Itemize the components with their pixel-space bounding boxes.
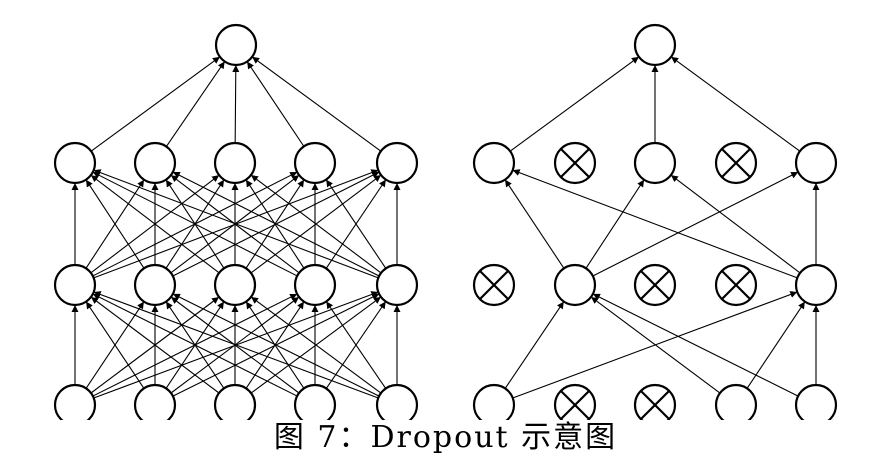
neuron-node	[472, 141, 516, 185]
neuron-node	[133, 263, 177, 307]
figure-caption: 图 7：Dropout 示意图	[273, 420, 618, 455]
connection-arrow	[172, 293, 380, 397]
dropped-neuron-node	[714, 263, 758, 307]
connection-arrow	[250, 296, 382, 394]
dropped-neuron-node	[553, 383, 597, 420]
connection-arrow	[90, 296, 220, 394]
dropped-neuron-node	[633, 263, 677, 307]
dropped-neuron-node	[633, 383, 677, 420]
neuron-node	[472, 383, 516, 420]
neuron-node	[293, 141, 337, 185]
connection-arrow	[251, 56, 382, 152]
connection-arrow	[246, 61, 305, 147]
neuron-node	[633, 23, 677, 67]
neuron-node	[214, 23, 258, 67]
neuron-node	[794, 141, 838, 185]
neuron-node	[213, 141, 257, 185]
neuron-node	[633, 141, 677, 185]
connection-arrow	[670, 56, 801, 152]
connection-arrow	[504, 179, 565, 269]
neuron-node	[53, 141, 97, 185]
neuron-node	[53, 263, 97, 307]
connection-arrow	[93, 169, 379, 279]
connection-arrow	[85, 301, 145, 389]
neuron-node	[714, 383, 758, 420]
dropout-diagram	[53, 23, 838, 420]
dropout-network	[472, 23, 838, 420]
connection-arrow	[585, 179, 645, 269]
connection-arrow	[592, 171, 799, 277]
neuron-node	[213, 263, 257, 307]
neuron-node	[53, 383, 97, 420]
neuron-node	[133, 141, 177, 185]
connection-arrow	[325, 301, 387, 389]
connection-arrow	[232, 64, 240, 144]
connection-arrow	[746, 301, 806, 389]
connection-arrow	[325, 179, 387, 269]
standard-network	[53, 23, 419, 420]
dropped-neuron-node	[553, 141, 597, 185]
connection-arrow	[670, 174, 801, 274]
connection-arrow	[590, 296, 721, 394]
connection-arrow	[592, 293, 799, 397]
connection-arrow	[92, 171, 298, 277]
connection-arrow	[504, 301, 565, 389]
connection-arrow	[85, 179, 145, 269]
neuron-node	[375, 383, 419, 420]
neuron-node	[794, 383, 838, 420]
neuron-node	[553, 263, 597, 307]
connection-arrow	[250, 174, 382, 274]
connection-arrow	[512, 169, 798, 279]
connection-arrow	[172, 171, 380, 277]
connection-arrow	[90, 56, 221, 152]
neuron-node	[293, 263, 337, 307]
connection-arrow	[90, 174, 220, 274]
neuron-node	[375, 263, 419, 307]
neuron-node	[133, 383, 177, 420]
connection-arrow	[509, 56, 640, 152]
neuron-node	[293, 383, 337, 420]
neuron-node	[375, 141, 419, 185]
dropped-neuron-node	[714, 141, 758, 185]
neuron-node	[794, 263, 838, 307]
connection-arrow	[165, 61, 226, 147]
connection-arrow	[92, 293, 298, 397]
connection-arrow	[93, 291, 379, 399]
neuron-node	[213, 383, 257, 420]
dropped-neuron-node	[472, 263, 516, 307]
